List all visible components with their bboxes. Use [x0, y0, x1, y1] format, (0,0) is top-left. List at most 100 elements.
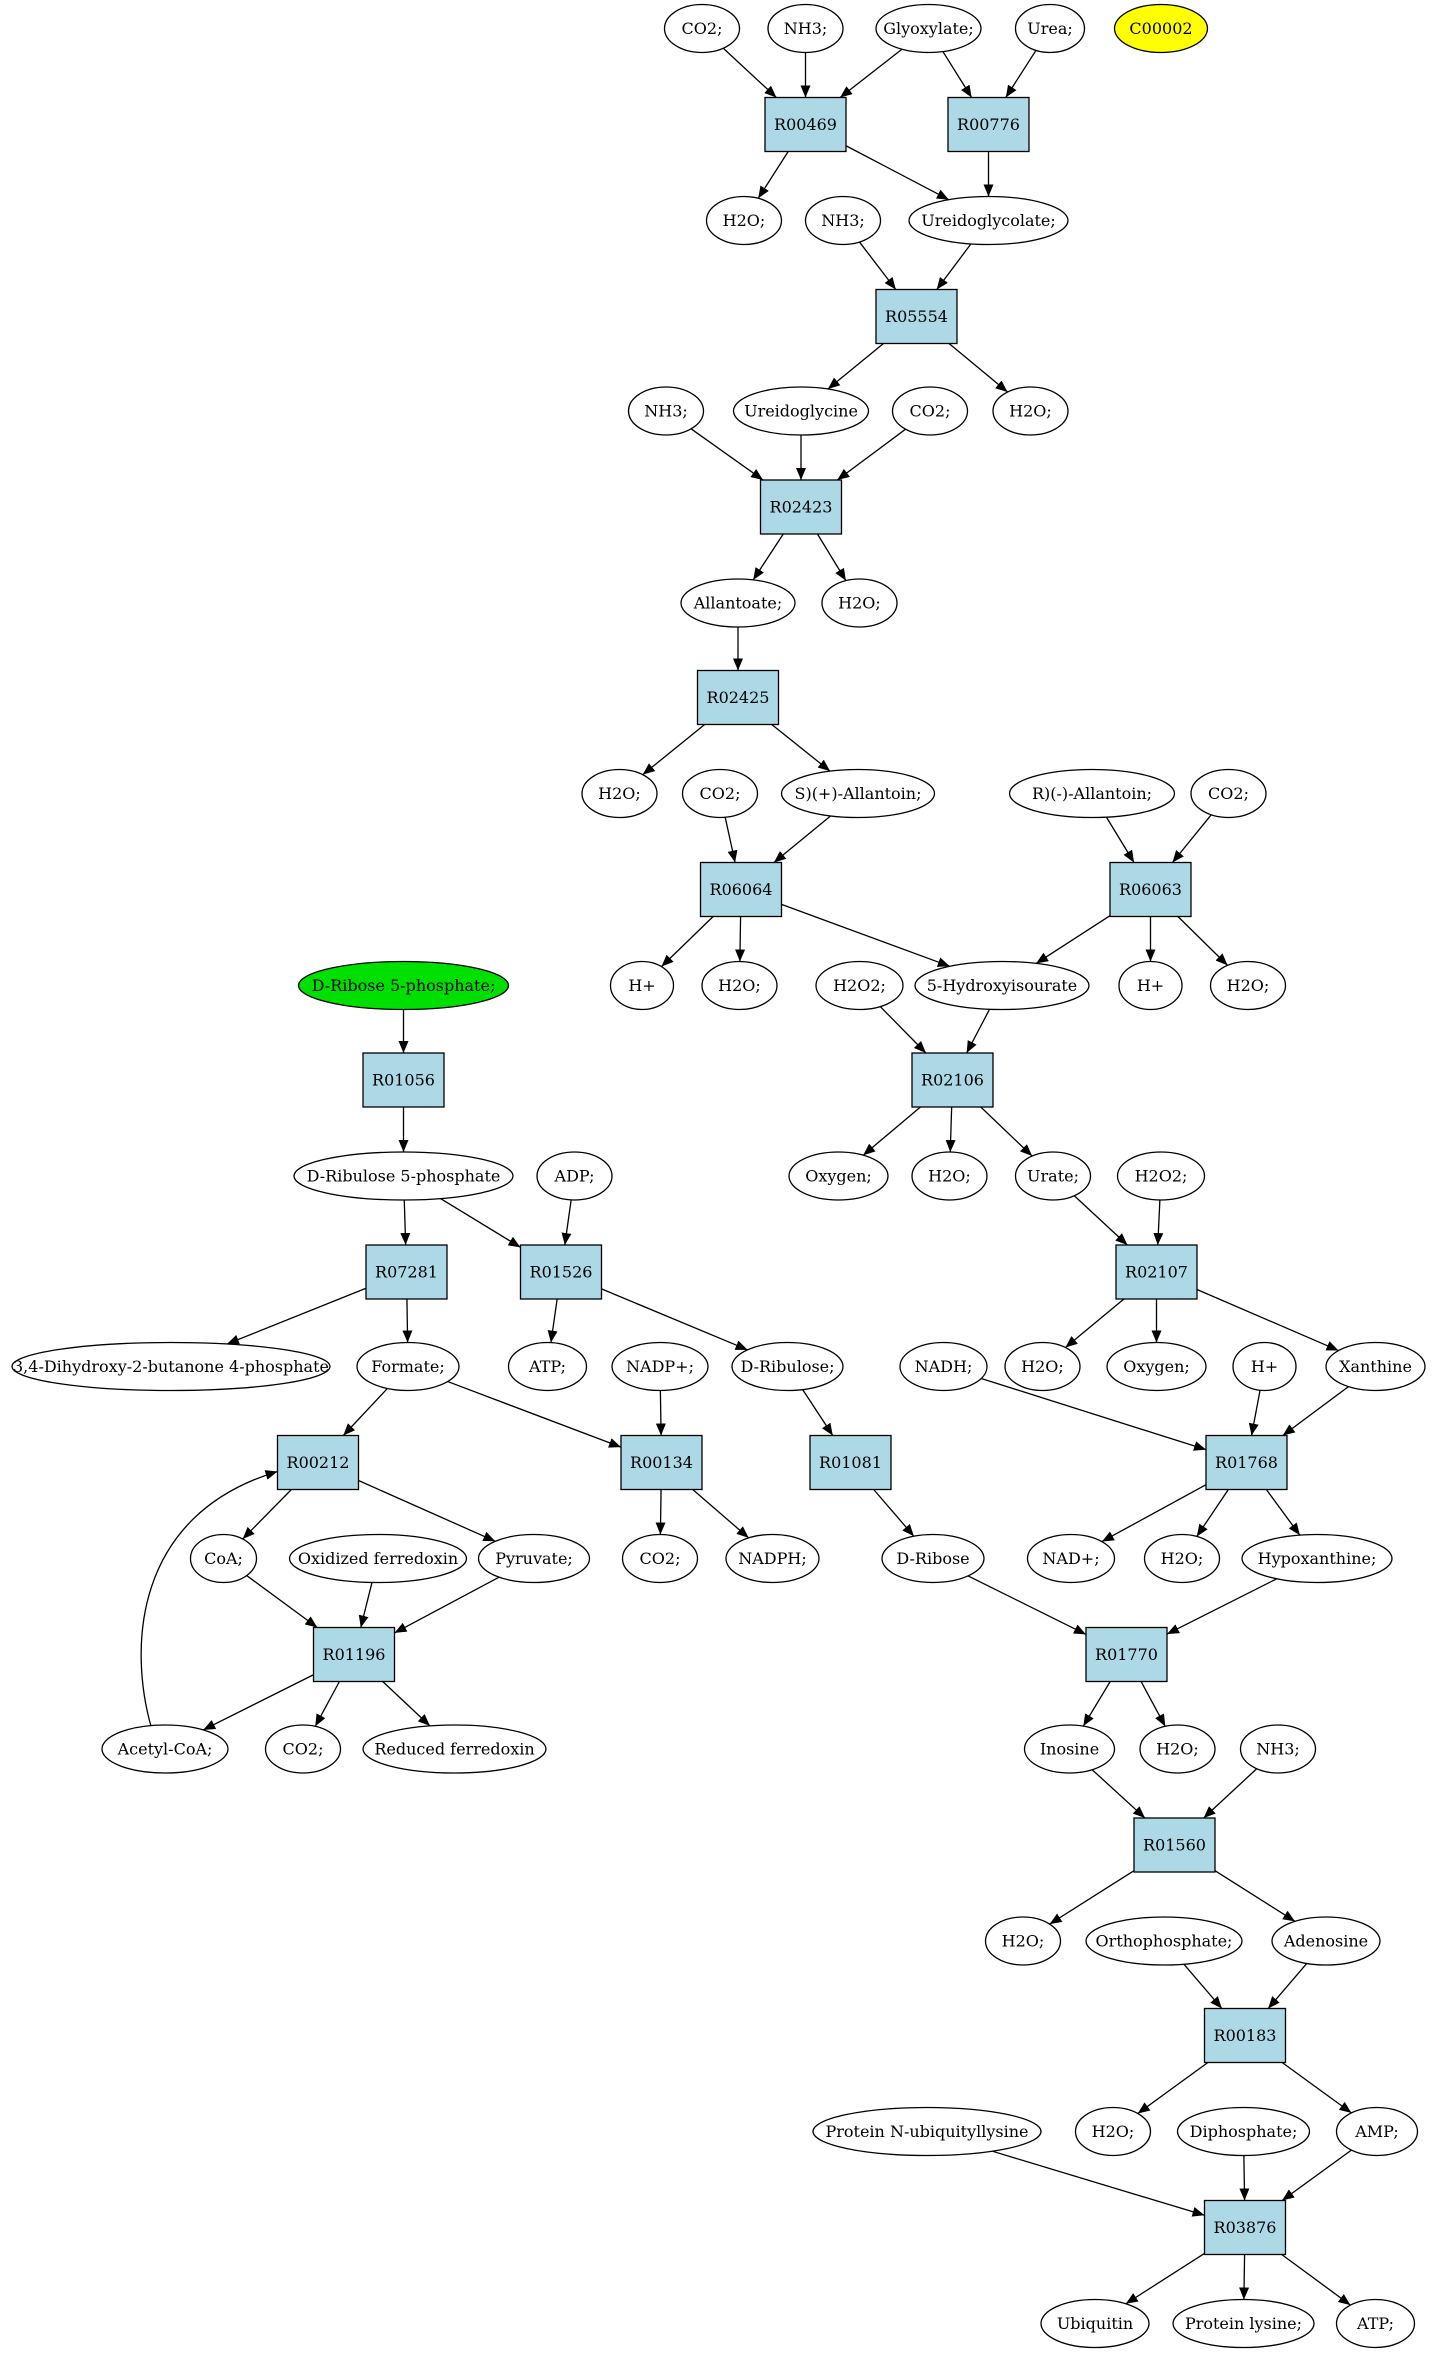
compound-node-ubiquitin[interactable]: Ubiquitin	[1040, 2298, 1150, 2349]
compound-node-h2o_c[interactable]: H2O;	[821, 578, 898, 628]
compound-node-hplus_b[interactable]: H+	[1118, 960, 1183, 1011]
compound-node-h2o_e[interactable]: H2O;	[701, 960, 778, 1011]
compound-node-ribulose[interactable]: D-Ribulose;	[731, 1341, 844, 1392]
compound-node-co2_c[interactable]: CO2;	[681, 768, 759, 819]
compound-node-coa[interactable]: CoA;	[189, 1533, 258, 1584]
compound-node-pyruvate[interactable]: Pyruvate;	[477, 1533, 591, 1584]
compound-node-nadph[interactable]: NADPH;	[725, 1533, 820, 1584]
reaction-node-R00212[interactable]: R00212	[276, 1434, 360, 1491]
compound-node-amp[interactable]: AMP;	[1335, 2106, 1419, 2157]
compound-node-h2o_b[interactable]: H2O;	[992, 386, 1069, 436]
compound-node-hydroxyiso[interactable]: 5-Hydroxyisourate	[914, 960, 1090, 1011]
reaction-node-R02107[interactable]: R02107	[1115, 1244, 1198, 1300]
compound-node-h2o_j[interactable]: H2O;	[1139, 1724, 1216, 1774]
compound-node-glyox[interactable]: Glyoxylate;	[875, 3, 982, 54]
reaction-node-R01196[interactable]: R01196	[312, 1626, 396, 1683]
compound-node-co2_d[interactable]: CO2;	[1190, 768, 1267, 819]
reaction-node-R00134[interactable]: R00134	[620, 1434, 703, 1491]
reaction-node-R01056[interactable]: R01056	[362, 1052, 445, 1108]
reaction-node-R05554[interactable]: R05554	[875, 288, 958, 345]
node-label: Xanthine	[1339, 1357, 1412, 1376]
compound-node-h2o_l[interactable]: H2O;	[1074, 2106, 1152, 2157]
compound-node-h2o_i[interactable]: H2O;	[1143, 1533, 1221, 1584]
compound-node-co2_f[interactable]: CO2;	[264, 1724, 342, 1774]
compound-node-h2o_g[interactable]: H2O;	[911, 1151, 988, 1201]
compound-node-urea[interactable]: Urea;	[1014, 3, 1086, 54]
compound-node-co2_a[interactable]: CO2;	[663, 3, 741, 54]
compound-node-rallantoin[interactable]: R)(-)-Allantoin;	[1008, 768, 1176, 819]
compound-ellipse	[627, 386, 705, 436]
reaction-node-R01770[interactable]: R01770	[1085, 1626, 1168, 1683]
compound-node-oxygen_b[interactable]: Oxygen;	[1106, 1341, 1207, 1392]
edge-glyox-to-R00469	[839, 48, 903, 99]
compound-node-h2o2_b[interactable]: H2O2;	[1116, 1151, 1206, 1201]
compound-node-h2o_k[interactable]: H2O;	[984, 1916, 1062, 1966]
reaction-node-R03876[interactable]: R03876	[1203, 2199, 1287, 2256]
node-label: ADP;	[554, 1167, 595, 1186]
reaction-node-R01526[interactable]: R01526	[519, 1244, 603, 1300]
compound-node-oxygen_a[interactable]: Oxygen;	[788, 1151, 889, 1201]
compound-node-h2o_h[interactable]: H2O;	[1004, 1341, 1081, 1392]
compound-node-ureidogly[interactable]: Ureidoglycolate;	[908, 195, 1069, 246]
compound-node-co2_b[interactable]: CO2;	[891, 386, 969, 436]
compound-node-nh3_a[interactable]: NH3;	[767, 3, 844, 54]
compound-node-nh3_b[interactable]: NH3;	[804, 195, 882, 246]
compound-node-inosine[interactable]: Inosine	[1023, 1724, 1116, 1774]
reaction-node-R06064[interactable]: R06064	[699, 861, 783, 918]
compound-node-formate[interactable]: Formate;	[356, 1341, 460, 1392]
compound-node-sallantoin[interactable]: S)(+)-Allantoin;	[780, 768, 936, 819]
compound-node-ureidoglyc[interactable]: Ureidoglycine	[732, 386, 870, 436]
compound-node-xanthine[interactable]: Xanthine	[1325, 1341, 1426, 1392]
compound-node-hplus_a[interactable]: H+	[609, 960, 675, 1011]
reaction-node-R01081[interactable]: R01081	[809, 1434, 892, 1491]
compound-node-diphos[interactable]: Diphosphate;	[1176, 2106, 1311, 2157]
reaction-node-R07281[interactable]: R07281	[365, 1244, 448, 1300]
compound-node-acetylcoa[interactable]: Acetyl-CoA;	[101, 1724, 229, 1774]
compound-node-redferr[interactable]: Reduced ferredoxin	[362, 1724, 547, 1774]
compound-node-protnub[interactable]: Protein N-ubiquityllysine	[812, 2106, 1042, 2157]
compound-node-oxferr[interactable]: Oxidized ferredoxin	[288, 1533, 468, 1584]
edge-R06064-to-hplus_a	[661, 916, 714, 968]
compound-ellipse	[1116, 1151, 1206, 1201]
node-label: NAD+;	[1042, 1549, 1099, 1568]
compound-node-allantoate[interactable]: Allantoate;	[680, 578, 796, 628]
compound-node-hplus_c[interactable]: H+	[1232, 1341, 1297, 1392]
edge-pyruvate-to-R01196	[394, 1576, 500, 1634]
reaction-node-R00183[interactable]: R00183	[1203, 2007, 1287, 2064]
compound-node-nh3_d[interactable]: NH3;	[1239, 1724, 1317, 1774]
compound-node-dhb4p[interactable]: 3,4-Dihydroxy-2-butanone 4-phosphate	[11, 1341, 331, 1392]
reaction-node-R00469[interactable]: R00469	[764, 96, 847, 153]
reaction-node-R02106[interactable]: R02106	[911, 1052, 994, 1108]
reaction-node-R00776[interactable]: R00776	[947, 96, 1030, 153]
compound-node-ribulose5p[interactable]: D-Ribulose 5-phosphate	[293, 1151, 514, 1201]
compound-node-hypoxanthine[interactable]: Hypoxanthine;	[1241, 1533, 1393, 1584]
edge-R00134-to-co2_e	[655, 1489, 666, 1535]
compound-node-atp_b[interactable]: ATP;	[1335, 2298, 1416, 2349]
edge-R02106-to-h2o_g	[945, 1106, 956, 1153]
reaction-node-R06063[interactable]: R06063	[1109, 861, 1192, 918]
compound-ellipse	[362, 1724, 547, 1774]
edge-R06064-to-h2o_e	[735, 916, 746, 962]
compound-node-urate[interactable]: Urate;	[1014, 1151, 1092, 1201]
compound-node-nad[interactable]: NAD+;	[1026, 1533, 1116, 1584]
compound-node-h2o_d[interactable]: H2O;	[581, 768, 658, 819]
compound-node-dribose[interactable]: D-Ribose	[881, 1533, 985, 1584]
compound-node-adp[interactable]: ADP;	[536, 1151, 613, 1201]
compound-node-atp_a[interactable]: ATP;	[507, 1341, 588, 1392]
reaction-node-R02425[interactable]: R02425	[696, 669, 780, 726]
compound-node-h2o2_a[interactable]: H2O2;	[815, 960, 904, 1011]
compound-node-nadp[interactable]: NADP+;	[611, 1341, 709, 1392]
compound-node-nh3_c[interactable]: NH3;	[627, 386, 705, 436]
reaction-node-R01768[interactable]: R01768	[1205, 1434, 1288, 1491]
compound-node-h2o_a[interactable]: H2O;	[705, 195, 783, 246]
compound-node-co2_e[interactable]: CO2;	[621, 1533, 699, 1584]
compound-node-ribose5p[interactable]: D-Ribose 5-phosphate;	[297, 960, 510, 1011]
reaction-node-R02423[interactable]: R02423	[759, 479, 843, 535]
compound-node-adenosine[interactable]: Adenosine	[1271, 1916, 1381, 1966]
compound-node-orthophos[interactable]: Orthophosphate;	[1085, 1916, 1243, 1966]
reaction-node-R01560[interactable]: R01560	[1133, 1817, 1216, 1873]
compound-node-h2o_f[interactable]: H2O;	[1209, 960, 1287, 1011]
compound-node-nadh[interactable]: NADH;	[899, 1341, 988, 1392]
compound-node-protlys[interactable]: Protein lysine;	[1172, 2298, 1315, 2349]
compound-node-c00002[interactable]: C00002	[1113, 3, 1209, 54]
